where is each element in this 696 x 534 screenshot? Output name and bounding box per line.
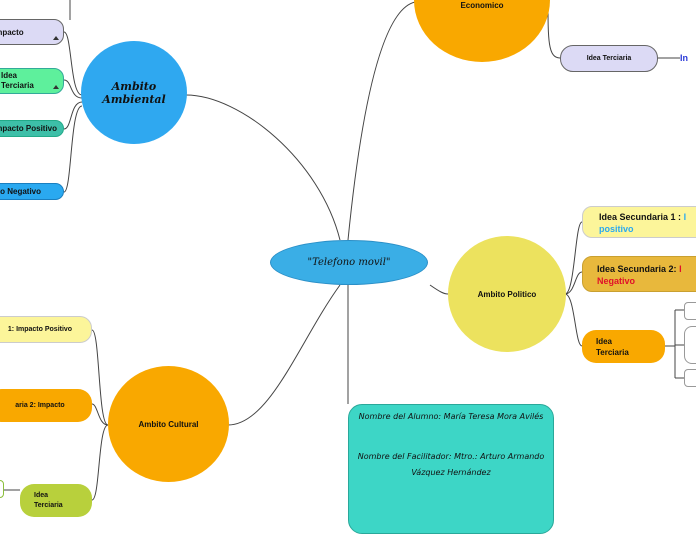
collapse-arrow-icon[interactable] [53,85,59,89]
ambiental-impacto-label: Impacto [0,27,24,37]
economico-tertiary-child-label: In [680,53,688,63]
politico-secundaria-2-node[interactable]: Idea Secundaria 2: I Negativo [582,256,696,292]
economico-label: Economico [460,1,504,10]
politico-secundaria-1-suffix: I [683,212,687,222]
politico-secundaria-2-line2: Negativo [597,276,636,286]
ambiental-impacto-positivo-label: Impacto Positivo [0,124,58,133]
ambito-ambiental-node[interactable]: Ambito Ambiental [81,41,187,144]
ambito-cultural-node[interactable]: Ambito Cultural [108,366,229,482]
ambito-politico-label: Ambito Politico [477,289,537,299]
collapse-arrow-icon[interactable] [53,36,59,40]
ambiental-impacto-negativo-node[interactable]: cto Negativo [0,183,64,200]
ambito-ambiental-label: Ambito Ambiental [102,79,166,106]
politico-secundaria-1-line2: positivo [599,224,634,234]
politico-secundaria-2-prefix: Idea Secundaria 2: [597,264,677,274]
cultural-idea-terciaria-node[interactable]: Idea Terciaria [20,484,92,517]
economico-tertiary-child-node[interactable]: In [680,50,696,66]
politico-secundaria-1-prefix: Idea Secundaria 1 : [599,212,682,222]
politico-child-box-2[interactable] [684,326,696,364]
facilitador-text: Nombre del Facilitador: Mtro.: Arturo Ar… [357,452,545,477]
cultural-impacto-positivo-node[interactable]: 1: Impacto Positivo [0,316,92,343]
ambiental-idea-terciaria-node[interactable]: Idea Terciaria [0,68,64,94]
ambito-politico-node[interactable]: Ambito Politico [448,236,566,352]
central-topic-node[interactable]: "Telefono movil" [270,240,428,285]
politico-secundaria-1-node[interactable]: Idea Secundaria 1 : I positivo [582,206,696,238]
ambito-cultural-label: Ambito Cultural [138,419,199,429]
politico-child-box-3[interactable] [684,369,696,387]
student-info-note[interactable]: Nombre del Alumno: María Teresa Mora Avi… [348,404,554,534]
cultural-impacto-negativo-node[interactable]: aria 2: Impacto [0,389,92,422]
ambiental-impacto-node[interactable]: Impacto [0,19,64,45]
politico-child-box-1[interactable] [684,302,696,320]
politico-secundaria-2-suffix: I [679,264,682,274]
politico-idea-terciaria-node[interactable]: Idea Terciaria [582,330,665,363]
ambiental-impacto-positivo-node[interactable]: Impacto Positivo [0,120,64,137]
cultural-idea-terciaria-label: Idea Terciaria [34,491,63,509]
cultural-impacto-negativo-label: aria 2: Impacto [15,402,65,409]
economico-idea-terciaria-node[interactable]: Idea Terciaria [560,45,658,72]
economico-idea-terciaria-label: Idea Terciaria [586,55,632,62]
central-topic-label: "Telefono movil" [307,257,391,268]
politico-idea-terciaria-label: Idea Terciaria [596,336,629,357]
alumno-text: Nombre del Alumno: María Teresa Mora Avi… [358,412,544,421]
ambiental-idea-terciaria-label: Idea Terciaria [1,71,34,90]
cultural-child-box[interactable] [0,480,4,498]
ambiental-impacto-negativo-label: cto Negativo [0,187,42,196]
cultural-impacto-positivo-label: 1: Impacto Positivo [7,326,73,333]
